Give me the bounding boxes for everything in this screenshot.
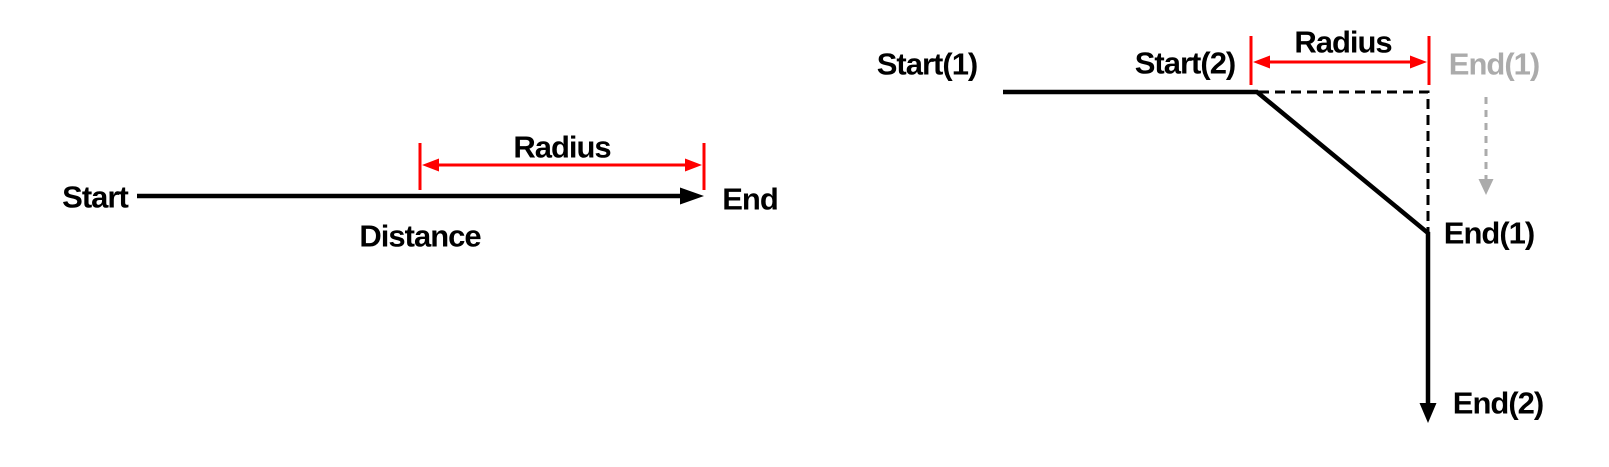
radius-label: Radius	[513, 129, 611, 165]
radius-measure-arrowhead-right-icon	[685, 158, 702, 172]
end2-arrowhead-icon	[1419, 403, 1437, 423]
start2-label: Start(2)	[1134, 45, 1237, 81]
unblended-corner-dashed-path	[1259, 90, 1430, 231]
blended-move-path	[1003, 89, 1431, 408]
radius-measure-arrowhead-left-2-icon	[1253, 55, 1270, 69]
ghost-end1-arrowhead-icon	[1478, 179, 1494, 195]
end1-label: End(1)	[1443, 215, 1535, 251]
ghost-end1-label: End(1)	[1448, 46, 1540, 82]
right-blend-diagram	[1003, 36, 1494, 423]
start1-label: Start(1)	[876, 46, 979, 82]
radius-measure-arrowhead-right-2-icon	[1410, 55, 1427, 69]
end-label: End	[722, 181, 779, 217]
radius-label-2: Radius	[1294, 24, 1392, 60]
distance-label: Distance	[359, 218, 481, 254]
start-label: Start	[62, 179, 129, 215]
radius-measure-arrowhead-left-icon	[422, 158, 439, 172]
left-distance-diagram	[137, 143, 706, 205]
distance-move-arrowhead-icon	[680, 187, 704, 205]
end2-label: End(2)	[1452, 385, 1544, 421]
